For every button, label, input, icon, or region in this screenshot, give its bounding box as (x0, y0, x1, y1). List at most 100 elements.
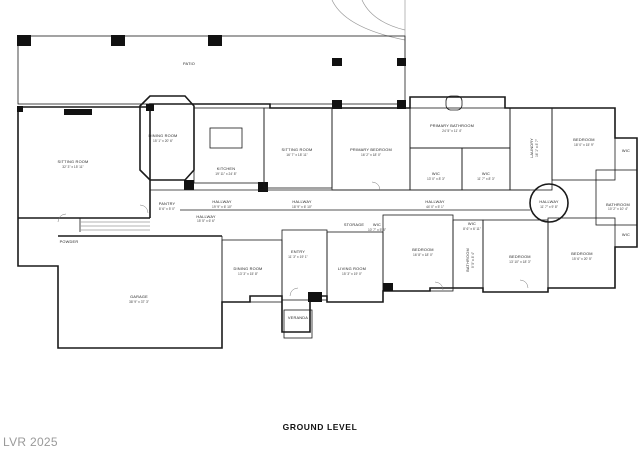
watermark: LVR 2025 (3, 435, 58, 449)
column (184, 180, 194, 190)
room-name: ENTRY (291, 249, 305, 254)
room-dim: 10' 2" x 10' 4" (608, 207, 629, 211)
room-name: PRIMARY BEDROOM (350, 147, 392, 152)
room-name: BATHROOM (465, 248, 470, 272)
room-name: PRIMARY BATHROOM (430, 123, 474, 128)
room-name: BATHROOM (606, 202, 630, 207)
driveway-curve (331, 0, 406, 41)
room-name: HALLWAY (212, 199, 231, 204)
bedroom-walls (547, 217, 616, 289)
primary-bath-walls (409, 107, 511, 149)
room-dim: 38' 9" x 37' 3" (129, 300, 150, 304)
column (332, 100, 342, 109)
column (111, 35, 125, 46)
stair-treads (80, 221, 150, 231)
room-name: WIC (373, 222, 381, 227)
room-dim: 18' 9" x 6' 10" (292, 205, 313, 209)
column (383, 283, 393, 291)
column (17, 106, 23, 112)
column (308, 292, 322, 302)
room-name: WIC (622, 232, 630, 237)
room-dim: 32' 3" x 15' 11" (62, 165, 84, 169)
column (397, 58, 406, 66)
room-name: SITTING ROOM (282, 147, 313, 152)
column (17, 35, 31, 46)
column (146, 104, 154, 111)
room-name: BEDROOM (571, 251, 593, 256)
wic-walls (409, 147, 463, 191)
room-dim: 16' 7" x 18' 11" (286, 153, 308, 157)
floor-label: GROUND LEVEL (282, 422, 358, 432)
room-dim: 13' 3" x 15' 8" (238, 272, 259, 276)
room-name: WIC (432, 171, 440, 176)
room-name: DINING ROOM (148, 133, 177, 138)
door-swing (371, 181, 381, 191)
room-name: BEDROOM (412, 247, 434, 252)
room-dim: 15' 3" x 19' 0" (342, 272, 363, 276)
room-dim: 11' 3" x 19' 1" (288, 255, 308, 259)
room-dim: 10' 7" x 5' 8" (368, 228, 387, 232)
fireplace (64, 109, 92, 115)
column (258, 182, 268, 192)
room-name: WIC (622, 148, 630, 153)
column (397, 100, 406, 109)
exterior-wall (17, 96, 638, 349)
room-name: DINING ROOM (233, 266, 262, 271)
room-labels: PATIO SITTING ROOM 32' 3" x 15' 11" DINI… (58, 61, 630, 320)
door-swing (519, 279, 529, 289)
room-dim: 13' 10" x 18' 3" (509, 260, 532, 264)
room-dim: 24' 5" x 11' 4" (442, 129, 462, 133)
room-dim: 19' 11" x 24' 8" (215, 172, 237, 176)
room-name: POWDER (60, 239, 79, 244)
room-name: GARAGE (130, 294, 148, 299)
room-name: VERANDA (288, 315, 308, 320)
bathtub (445, 95, 463, 111)
column (208, 35, 222, 46)
room-dim: 11' 7" x 8' 3" (477, 177, 496, 181)
wic-walls (461, 147, 511, 191)
bedroom-walls (551, 107, 616, 181)
room-dim: 19' 9" x 6' 10" (212, 205, 233, 209)
room-name: WIC (482, 171, 490, 176)
driveway-curve-inner (361, 0, 406, 31)
room-name: LIVING ROOM (338, 266, 366, 271)
room-name: HALLWAY (425, 199, 444, 204)
room-name: PANTRY (159, 201, 176, 206)
patio-outline (17, 35, 406, 105)
room-dim: 44' 0" x 5' 1" (426, 205, 445, 209)
door-swing (57, 213, 67, 223)
room-dim: 15' 5" x 6' 6" (197, 219, 216, 223)
room-dim: 15' 1" x 20' 6" (153, 139, 174, 143)
room-name: BEDROOM (573, 137, 595, 142)
dining-lower-walls (221, 239, 283, 303)
bathroom-walls (595, 169, 638, 226)
room-name: KITCHEN (217, 166, 235, 171)
rotunda (529, 183, 569, 223)
room-name: HALLWAY (196, 214, 215, 219)
room-name: HALLWAY (539, 199, 558, 204)
kitchen-island (209, 127, 243, 149)
room-dim: 16' 2" x 18' 0" (361, 153, 382, 157)
column (332, 58, 342, 66)
room-dim: 16' 1" x 8' 7" (535, 138, 539, 157)
room-dim: 11' 7" x 9' 8" (540, 205, 559, 209)
room-name: SITTING ROOM (58, 159, 89, 164)
room-dim: 8' 6" x 6' 11" (463, 227, 482, 231)
room-name: WIC (468, 221, 476, 226)
room-name: PATIO (183, 61, 195, 66)
room-dim: 15' 6" x 20' 5" (572, 257, 593, 261)
room-name: LAUNDRY (529, 138, 534, 158)
room-dim: 13' 0" x 8' 3" (427, 177, 446, 181)
room-name: BEDROOM (509, 254, 531, 259)
room-dim: 8' 6" x 5' 0" (159, 207, 176, 211)
entry-walls (281, 229, 328, 301)
room-name: HALLWAY (292, 199, 311, 204)
door-swing (434, 281, 444, 291)
veranda-walls (283, 309, 313, 339)
room-dim: 9' 5" x 8' 4" (471, 251, 475, 268)
door-swing (139, 204, 149, 214)
room-name: STORAGE (344, 222, 365, 227)
door-swing (289, 287, 299, 297)
room-dim: 18' 0" x 15' 9" (574, 143, 595, 147)
